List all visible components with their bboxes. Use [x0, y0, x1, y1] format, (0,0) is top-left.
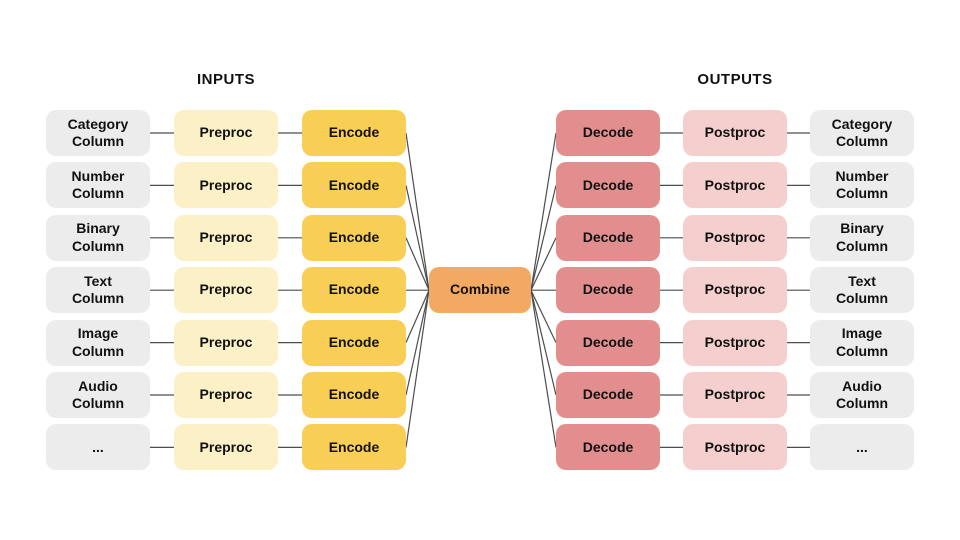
decode-box: Decode [556, 214, 660, 261]
preproc-box: Preproc [174, 319, 278, 366]
output-column-box: Audio Column [810, 372, 914, 418]
postproc-box: Postproc [683, 162, 787, 209]
output-column-box: Binary Column [810, 214, 914, 261]
decode-box: Decode [556, 267, 660, 314]
input-column-box: Text Column [46, 267, 150, 314]
input-column-box: Number Column [46, 162, 150, 209]
input-column-box: Image Column [46, 319, 150, 366]
preproc-box: Preproc [174, 267, 278, 314]
input-column-box: ... [46, 424, 150, 471]
input-column-box: Category Column [46, 110, 150, 156]
preproc-box: Preproc [174, 162, 278, 209]
decode-box: Decode [556, 424, 660, 471]
output-column-box: Number Column [810, 162, 914, 209]
postproc-box: Postproc [683, 214, 787, 261]
input-column-box: Audio Column [46, 372, 150, 418]
encode-box: Encode [302, 424, 406, 471]
output-column-box: Text Column [810, 267, 914, 314]
encode-box: Encode [302, 267, 406, 314]
output-column-box: Image Column [810, 319, 914, 366]
decode-box: Decode [556, 319, 660, 366]
preproc-box: Preproc [174, 424, 278, 471]
postproc-box: Postproc [683, 319, 787, 366]
output-column-box: Category Column [810, 110, 914, 156]
encode-box: Encode [302, 162, 406, 209]
encode-box: Encode [302, 319, 406, 366]
encode-box: Encode [302, 372, 406, 418]
encode-box: Encode [302, 214, 406, 261]
postproc-box: Postproc [683, 424, 787, 471]
decode-box: Decode [556, 372, 660, 418]
decode-box: Decode [556, 162, 660, 209]
postproc-box: Postproc [683, 110, 787, 156]
preproc-box: Preproc [174, 110, 278, 156]
postproc-box: Postproc [683, 372, 787, 418]
preproc-box: Preproc [174, 214, 278, 261]
postproc-box: Postproc [683, 267, 787, 314]
decode-box: Decode [556, 110, 660, 156]
encode-box: Encode [302, 110, 406, 156]
input-column-box: Binary Column [46, 214, 150, 261]
inputs-header: INPUTS [196, 71, 256, 88]
combine-box: Combine [429, 267, 531, 313]
output-column-box: ... [810, 424, 914, 471]
preproc-box: Preproc [174, 372, 278, 418]
outputs-header: OUTPUTS [697, 71, 773, 88]
